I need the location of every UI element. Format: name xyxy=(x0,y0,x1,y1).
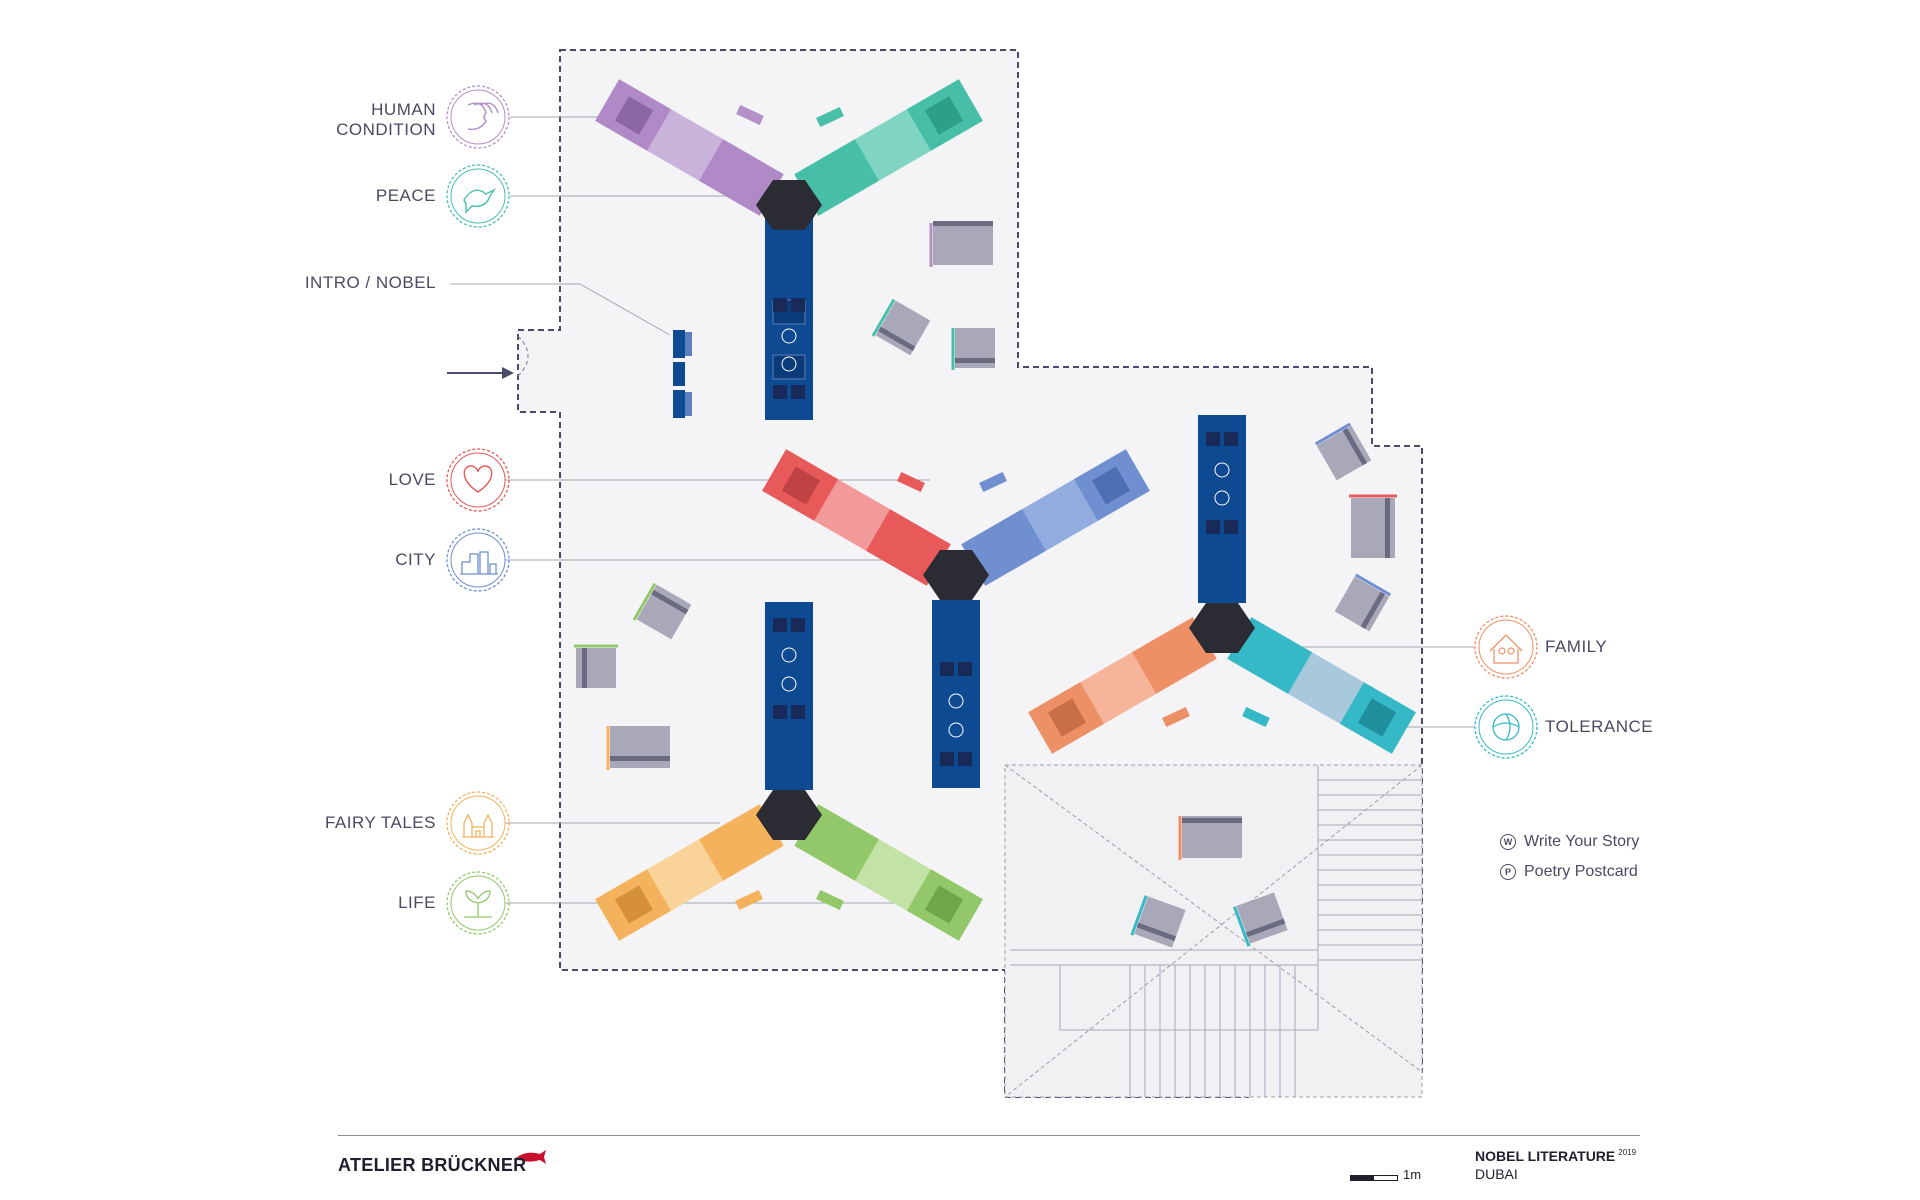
theme-badges xyxy=(446,85,1538,935)
label-family: FAMILY xyxy=(1545,637,1608,656)
project-city: DUBAI xyxy=(1475,1166,1518,1182)
label-fairy-tales: FAIRY TALES xyxy=(324,813,436,832)
exhibit-cluster-human-condition-peace xyxy=(595,79,983,420)
exhibit-cluster-fairy-tales-life xyxy=(595,602,983,941)
city-icon xyxy=(446,528,510,592)
intro-nobel-stands xyxy=(673,330,692,418)
label-peace: PEACE xyxy=(375,186,436,205)
scale-bar xyxy=(1350,1175,1398,1181)
legend-postcard-label: Poetry Postcard xyxy=(1524,863,1638,880)
tree-icon xyxy=(446,871,510,935)
staircase xyxy=(1004,764,1423,1098)
company-logo: ATELIER BRÜCKNER xyxy=(338,1155,527,1175)
label-life: LIFE xyxy=(398,893,436,912)
label-tolerance: TOLERANCE xyxy=(1545,717,1654,736)
project-name: NOBEL LITERATURE xyxy=(1475,1148,1616,1164)
write-icon: W xyxy=(1500,834,1516,850)
small-placards xyxy=(735,104,1270,911)
exhibit-cluster-love-city xyxy=(762,449,1150,788)
exhibit-cluster-family-tolerance xyxy=(1028,415,1416,754)
heart-icon xyxy=(446,448,510,512)
footer-divider xyxy=(338,1135,1640,1136)
castle-icon xyxy=(446,791,510,855)
logo-fish-mark xyxy=(516,1150,546,1164)
label-human-condition: HUMAN CONDITION xyxy=(336,100,436,139)
seating-furniture xyxy=(574,221,1397,948)
label-city: CITY xyxy=(395,550,436,569)
project-year: 2019 xyxy=(1618,1148,1637,1158)
legend-write-your-story: W Write Your Story xyxy=(1500,833,1639,851)
label-intro-nobel: INTRO / NOBEL xyxy=(304,273,436,292)
family-icon xyxy=(1474,615,1538,679)
label-love: LOVE xyxy=(388,470,436,489)
legend-write-label: Write Your Story xyxy=(1524,833,1640,850)
human-condition-icon xyxy=(446,85,510,149)
scale-label: 1m xyxy=(1403,1167,1422,1182)
legend-poetry-postcard: P Poetry Postcard xyxy=(1500,863,1638,881)
tolerance-icon xyxy=(1474,695,1538,759)
dove-icon xyxy=(446,164,510,228)
entrance-arrow-icon xyxy=(447,335,529,379)
postcard-icon: P xyxy=(1500,864,1516,880)
